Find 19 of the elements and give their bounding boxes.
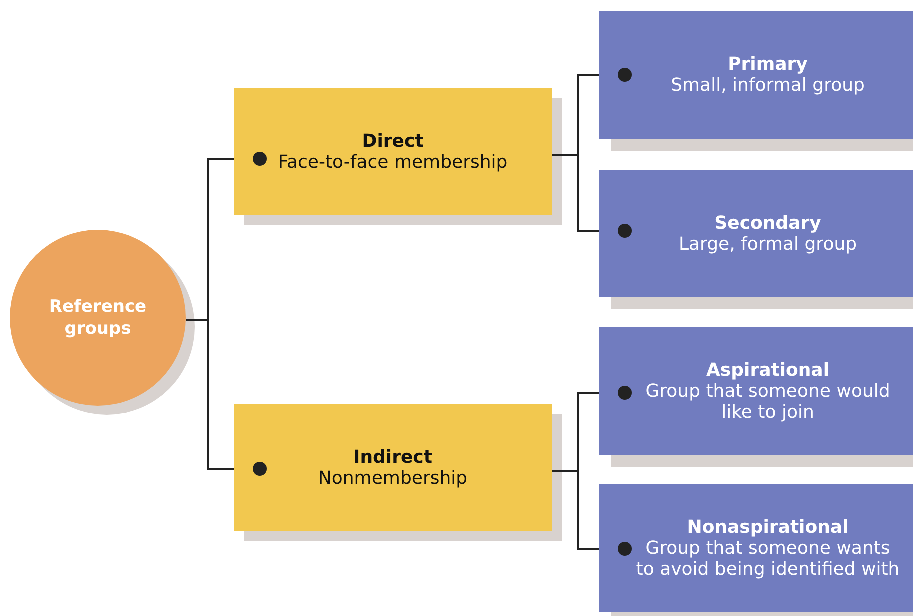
heading: Nonaspirational — [687, 516, 849, 538]
subcategory-box — [599, 327, 913, 455]
heading: Direct — [362, 130, 424, 152]
description: Group that someone wants to avoid being identified with — [635, 538, 901, 580]
category-box — [234, 404, 552, 531]
subcategory-box — [599, 11, 913, 139]
label: Reference groups — [48, 296, 148, 340]
category-box — [234, 88, 552, 215]
description: Face-to-face membership — [278, 152, 508, 172]
heading: Secondary — [714, 212, 822, 234]
heading: Indirect — [354, 446, 432, 468]
description: Small, informal group — [671, 75, 865, 96]
heading: Primary — [728, 54, 808, 75]
subcategory-box — [599, 170, 913, 297]
description: Group that someone would like to join — [644, 380, 892, 422]
heading: Aspirational — [706, 360, 830, 380]
subcategory-box — [599, 484, 913, 612]
description: Nonmembership — [318, 468, 468, 488]
description: Large, formal group — [678, 234, 858, 254]
